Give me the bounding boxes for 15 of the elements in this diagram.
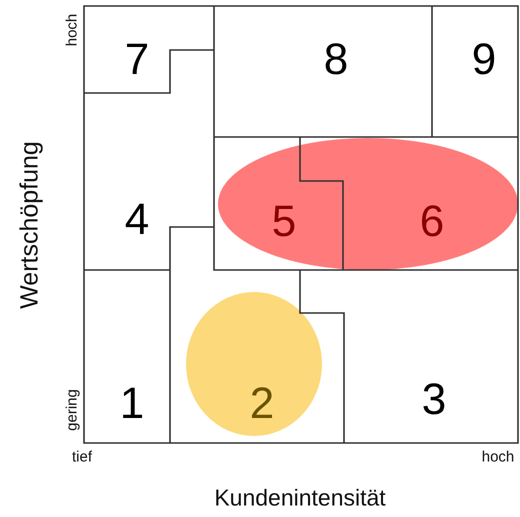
region-number: 7 xyxy=(124,38,150,82)
region-number: 6 xyxy=(420,200,444,244)
axis-tick-label: tief xyxy=(72,450,92,464)
region-number: 4 xyxy=(124,198,150,242)
axis-tick-label: hoch xyxy=(64,14,80,46)
region-number: 8 xyxy=(324,38,348,82)
axis-tick-label: gering xyxy=(64,389,80,431)
region-number: 9 xyxy=(472,38,496,82)
region-number: 2 xyxy=(250,382,274,426)
region-number: 3 xyxy=(422,378,446,422)
axis-title: Wertschöpfung xyxy=(18,141,42,309)
region-number: 1 xyxy=(120,382,144,426)
axis-tick-label: hoch xyxy=(482,450,514,464)
region-number: 5 xyxy=(272,200,296,244)
axis-title: Kundenintensität xyxy=(214,486,386,510)
